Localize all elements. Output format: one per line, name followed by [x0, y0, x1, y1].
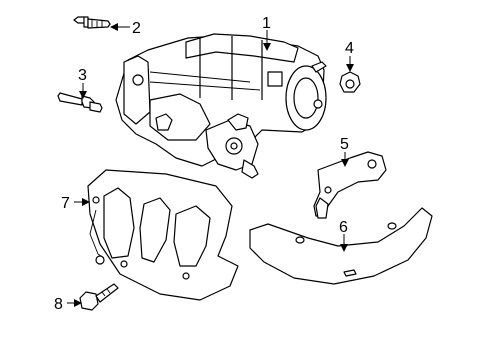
part-4-nut[interactable]: [339, 71, 361, 93]
callout-3: 3: [78, 67, 87, 84]
part-8-bolt[interactable]: [79, 283, 119, 311]
part-5-bracket[interactable]: [313, 151, 387, 219]
part-3-bolt[interactable]: [57, 92, 103, 113]
callout-7: 7: [61, 195, 70, 212]
callout-2: 2: [132, 20, 141, 37]
part-7-cover-shield[interactable]: [87, 169, 239, 301]
leader-lines: [67, 23, 354, 307]
part-1-starter-motor[interactable]: [115, 33, 327, 179]
callout-6: 6: [339, 219, 348, 236]
callout-5: 5: [340, 136, 349, 153]
part-2-bolt[interactable]: [73, 16, 111, 29]
callout-1: 1: [262, 15, 271, 32]
callout-8: 8: [54, 296, 63, 313]
callout-4: 4: [345, 40, 354, 57]
callout-labels: 1 2 3 4 5 6 7 8: [54, 15, 354, 313]
